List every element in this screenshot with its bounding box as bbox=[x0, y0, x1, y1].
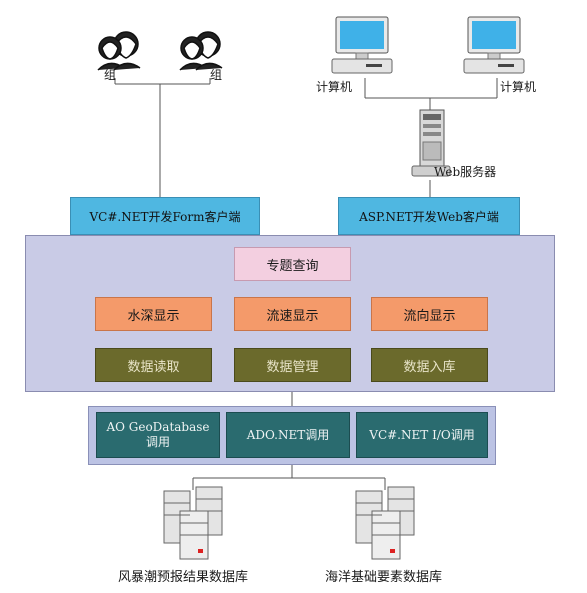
ocean-elements-db-label: 海洋基础要素数据库 bbox=[325, 570, 443, 585]
form-client-box: VC#.NET开发Form客户端 bbox=[70, 197, 260, 235]
computer-icon bbox=[331, 16, 393, 74]
server-icon bbox=[411, 109, 451, 177]
ao-geodatabase-box: AO GeoDatabase 调用 bbox=[96, 412, 220, 458]
display-box-speed: 流速显示 bbox=[234, 297, 351, 331]
user-group-icon bbox=[97, 31, 141, 71]
web-client-box: ASP.NET开发Web客户端 bbox=[338, 197, 520, 235]
user-group-icon bbox=[179, 31, 223, 71]
data-import-box: 数据入库 bbox=[371, 348, 488, 382]
ao-geodatabase-line2: 调用 bbox=[145, 435, 170, 449]
display-box-depth: 水深显示 bbox=[95, 297, 212, 331]
server-label: Web服务器 bbox=[434, 165, 497, 179]
database-server-icon bbox=[355, 486, 415, 560]
display-box-direction: 流向显示 bbox=[371, 297, 488, 331]
user-group-label-right: 组 bbox=[210, 68, 223, 82]
ado-net-box: ADO.NET调用 bbox=[226, 412, 350, 458]
database-server-icon bbox=[163, 486, 223, 560]
data-read-box: 数据读取 bbox=[95, 348, 212, 382]
storm-surge-db-label: 风暴潮预报结果数据库 bbox=[118, 570, 249, 585]
topic-query-box: 专题查询 bbox=[234, 247, 351, 281]
ao-geodatabase-line1: AO GeoDatabase bbox=[106, 420, 210, 434]
computer-label-right: 计算机 bbox=[500, 80, 537, 94]
data-manage-box: 数据管理 bbox=[234, 348, 351, 382]
computer-icon bbox=[463, 16, 525, 74]
user-group-label-left: 组 bbox=[104, 68, 117, 82]
vc-io-box: VC#.NET I/O调用 bbox=[356, 412, 488, 458]
computer-label-left: 计算机 bbox=[316, 80, 353, 94]
